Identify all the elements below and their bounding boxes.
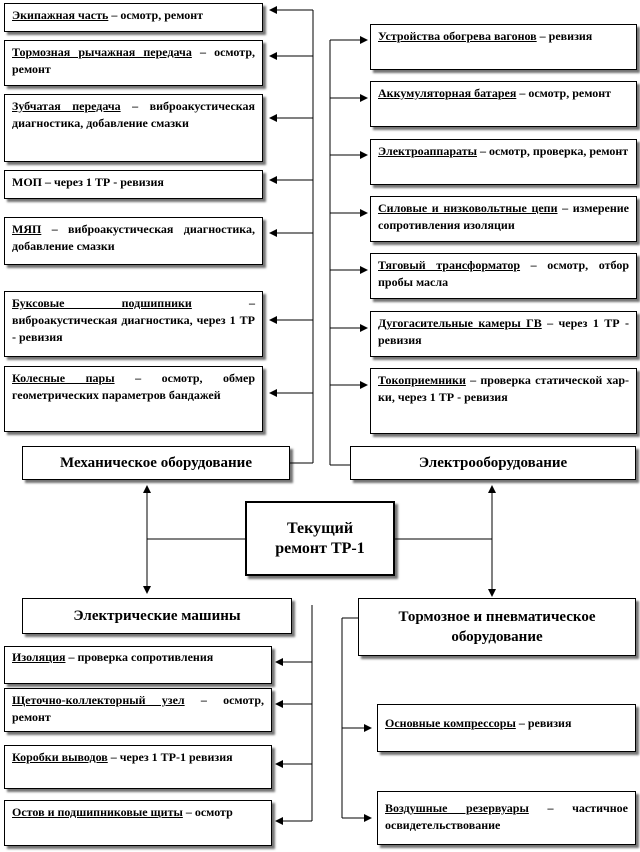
item-text: – осмотр, ремонт <box>516 86 612 100</box>
brake-header-line2: оборудование <box>451 629 543 645</box>
electrical-item: Дугогасительные камеры ГВ – через 1 ТР -… <box>370 311 637 357</box>
brake-item: Основные компрессоры – ревизия <box>377 704 636 752</box>
item-text: – проверка сопротивления <box>65 650 214 664</box>
electrical-header: Электрооборудование <box>350 446 636 480</box>
item-text: – через 1 ТР-1 ревизия <box>107 750 233 764</box>
machines-item: Коробки выводов – через 1 ТР-1 ревизия <box>4 745 272 789</box>
item-underlined: Экипажная часть <box>12 8 109 22</box>
item-underlined: Тяговый трансформатор <box>378 258 521 272</box>
mechanical-item: Буксовые подшипники – виброакустическая … <box>4 291 263 357</box>
electrical-item: Устройства обогрева вагонов – ревизия <box>370 24 637 70</box>
center-title-line1: Текущий <box>286 519 354 537</box>
item-underlined: Тормозная рычажная передача <box>12 45 192 59</box>
item-text: – частичное освидетельствование <box>385 801 628 832</box>
item-underlined: Щеточно-коллекторный узел <box>12 693 185 707</box>
mechanical-item: Зубчатая передача – виброакустическая ди… <box>4 94 263 162</box>
item-underlined: Изоляция <box>12 650 66 664</box>
item-underlined: Токоприемники <box>378 373 466 387</box>
item-underlined: Дугогасительные камеры ГВ <box>378 316 542 330</box>
item-underlined: Аккумуляторная батарея <box>378 86 517 100</box>
center-title-line2: ремонт ТР-1 <box>275 539 365 557</box>
item-text: – измерение сопротивления изоляции <box>378 201 629 232</box>
mechanical-header-label: Механическое оборудование <box>60 455 252 471</box>
mechanical-item: Экипажная часть – осмотр, ремонт <box>4 3 263 32</box>
item-text: МОП – через 1 ТР - ревизия <box>12 175 164 189</box>
item-underlined: Колесные пары <box>12 371 115 385</box>
item-text: – осмотр, отбор пробы масла <box>378 258 630 289</box>
mechanical-header: Механическое оборудование <box>22 446 290 480</box>
item-text: – осмотр, ремонт <box>12 45 255 76</box>
electrical-item: Силовые и низковольтные цепи – измерение… <box>370 196 637 242</box>
item-text: – ревизия <box>536 29 593 43</box>
mechanical-item: МЯП – виброакустическая диагностика, доб… <box>4 217 263 265</box>
item-underlined: Электроаппараты <box>378 144 477 158</box>
item-text: – осмотр <box>182 805 233 819</box>
item-text: – осмотр, ремонт <box>12 693 264 724</box>
brake-header-line1: Тормозное и пневматическое <box>398 609 596 625</box>
item-text: – виброакустическая диагностика, через 1… <box>12 296 255 344</box>
electrical-item: Электроаппараты – осмотр, проверка, ремо… <box>370 139 637 185</box>
item-underlined: МЯП <box>12 222 42 236</box>
electrical-header-label: Электрооборудование <box>418 455 568 471</box>
item-underlined: Коробки выводов <box>12 750 108 764</box>
machines-header: Электрические машины <box>22 598 292 634</box>
brake-header: Тормозное и пневматическое оборудование <box>358 598 636 656</box>
item-underlined: Буксовые подшипники <box>12 296 192 310</box>
machines-item: Остов и подшипниковые щиты – осмотр <box>4 800 272 846</box>
item-underlined: Остов и подшипниковые щиты <box>12 805 183 819</box>
item-text: – виброакустическая диагностика, добавле… <box>12 99 255 130</box>
item-text: – проверка статической хар-ки, через 1 Т… <box>378 373 629 404</box>
mechanical-item: Тормозная рычажная передача – осмотр, ре… <box>4 40 263 86</box>
item-text: – виброакустическая диагностика, добавле… <box>12 222 255 253</box>
center-box: Текущий ремонт ТР-1 <box>245 501 395 576</box>
item-underlined: Основные компрессоры <box>385 716 516 730</box>
item-underlined: Воздушные резервуары <box>385 801 529 815</box>
brake-item: Воздушные резервуары – частичное освидет… <box>377 791 636 845</box>
machines-item: Щеточно-коллекторный узел – осмотр, ремо… <box>4 688 272 732</box>
machines-header-label: Электрические машины <box>73 608 241 624</box>
item-text: – ревизия <box>515 716 572 730</box>
mechanical-item: Колесные пары – осмотр, обмер геометриче… <box>4 366 263 432</box>
electrical-item: Аккумуляторная батарея – осмотр, ремонт <box>370 81 637 127</box>
item-underlined: Зубчатая передача <box>12 99 121 113</box>
electrical-item: Тяговый трансформатор – осмотр, отбор пр… <box>370 253 637 299</box>
mechanical-item: МОП – через 1 ТР - ревизия <box>4 170 263 199</box>
item-text: – осмотр, ремонт <box>108 8 204 22</box>
electrical-item: Токоприемники – проверка статической хар… <box>370 368 637 434</box>
item-text: – через 1 ТР - ревизия <box>378 316 630 347</box>
item-text: – осмотр, проверка, ремонт <box>476 144 629 158</box>
item-text: – осмотр, обмер геометрических параметро… <box>12 371 255 402</box>
machines-item: Изоляция – проверка сопротивления <box>4 646 272 684</box>
item-underlined: Силовые и низковольтные цепи <box>378 201 558 215</box>
item-underlined: Устройства обогрева вагонов <box>378 29 537 43</box>
